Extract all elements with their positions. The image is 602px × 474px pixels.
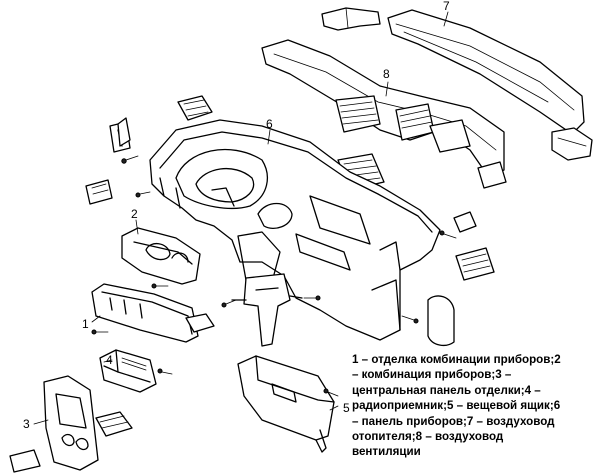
callout-1: 1 bbox=[82, 317, 89, 331]
legend-line: – панель приборов;7 – воздуховод bbox=[352, 414, 555, 428]
legend-line: центральная панель отделки;4 – bbox=[352, 383, 541, 397]
callout-7: 7 bbox=[443, 0, 450, 13]
left-end-cover bbox=[117, 117, 131, 147]
callout-leader-lines bbox=[33, 11, 449, 425]
instrument-cluster-trim bbox=[91, 283, 199, 343]
callout-8: 8 bbox=[383, 67, 390, 81]
center-support-bracket bbox=[231, 273, 303, 347]
parts-legend: 1 – отделка комбинации приборов;2 – комб… bbox=[352, 352, 600, 460]
callout-6: 6 bbox=[266, 117, 273, 131]
center-trim-panel bbox=[9, 375, 133, 473]
legend-line: 1 – отделка комбинации приборов;2 bbox=[352, 353, 561, 366]
heater-air-duct bbox=[321, 7, 593, 161]
legend-line: – комбинация приборов;3 – bbox=[352, 368, 512, 382]
right-end-cover bbox=[427, 295, 455, 347]
glove-box bbox=[237, 355, 335, 453]
callout-3: 3 bbox=[23, 417, 30, 431]
small-switch-block bbox=[185, 313, 215, 333]
ventilation-air-duct bbox=[261, 39, 507, 189]
legend-line: вентиляции bbox=[352, 445, 421, 459]
callout-5: 5 bbox=[343, 401, 350, 415]
instrument-panel bbox=[149, 119, 441, 341]
callout-2: 2 bbox=[131, 207, 138, 221]
fastener-screws bbox=[91, 155, 457, 397]
right-side-vent bbox=[453, 211, 495, 281]
instrument-cluster bbox=[121, 227, 201, 285]
legend-line: отопителя;8 – воздуховод bbox=[352, 430, 504, 444]
callout-4: 4 bbox=[106, 353, 113, 367]
radio-receiver bbox=[99, 349, 157, 393]
legend-line: радиоприемник;5 – вещевой ящик;6 bbox=[352, 399, 561, 413]
